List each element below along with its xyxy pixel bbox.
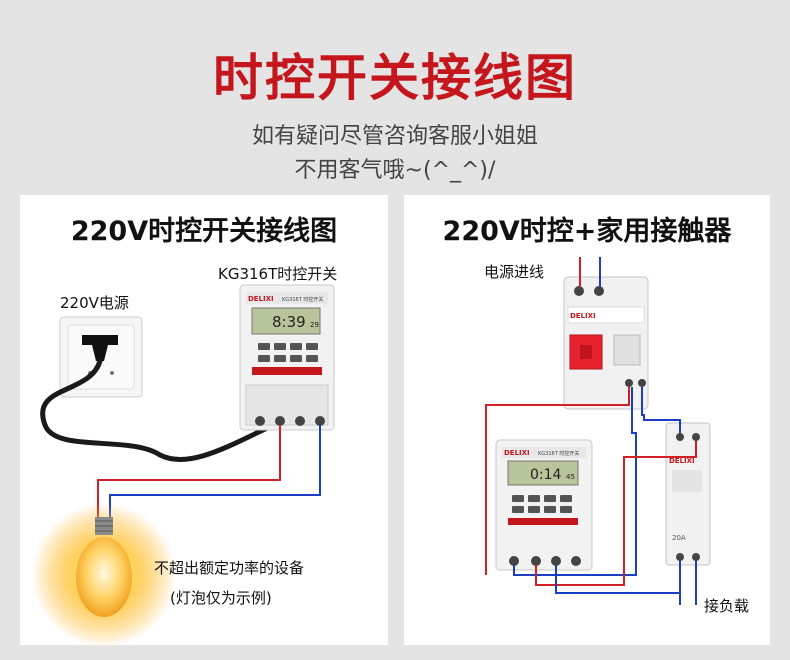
timer-display: 0:14 xyxy=(530,467,562,483)
red-wire xyxy=(97,425,281,523)
timer-model: KG316T 时控开关 xyxy=(538,450,579,457)
timer-terminal-3 xyxy=(295,416,305,426)
left-diagram: DELIXI KG316T 时控开关 8:39 29 xyxy=(32,284,335,645)
contactor-brand: DELIXI xyxy=(669,457,695,465)
timer-terminal-1 xyxy=(509,556,519,566)
light-bulb xyxy=(32,503,176,645)
power-cord xyxy=(40,358,285,462)
timer-terminal-3 xyxy=(551,556,561,566)
timer-seconds: 45 xyxy=(566,473,575,481)
timer-model: KG316T 时控开关 xyxy=(282,296,323,303)
timer-brand: DELIXI xyxy=(504,449,530,457)
subtitle-line-1: 如有疑问尽管咨询客服小姐姐 xyxy=(251,124,538,149)
timer-terminal-1 xyxy=(255,416,265,426)
subtitle-line-2: 不用客气哦~(^_^)/ xyxy=(294,158,496,183)
breaker-terminal-1 xyxy=(625,379,633,387)
load-note-line-2: (灯泡仅为示例) xyxy=(170,589,272,607)
timer-terminal-2 xyxy=(275,416,285,426)
wall-socket xyxy=(59,316,143,398)
contactor-rating: 20A xyxy=(672,534,686,542)
breaker-brand: DELIXI xyxy=(570,312,596,320)
power-source-label: 220V电源 xyxy=(60,294,129,312)
right-panel: 220V时控+家用接触器 DELIXI DELIXI KG316T 时控开关 0… xyxy=(404,195,770,645)
timer-terminal-4 xyxy=(315,416,325,426)
timer-switch: DELIXI KG316T 时控开关 8:39 29 xyxy=(239,284,335,431)
left-panel-title: 220V时控开关接线图 xyxy=(70,216,338,247)
timer-lcd xyxy=(251,307,321,335)
timer-seconds: 29 xyxy=(310,321,319,329)
timer-brand: DELIXI xyxy=(248,295,274,303)
timer-terminal-4 xyxy=(571,556,581,566)
timer-lcd xyxy=(507,460,579,486)
load-note-line-1: 不超出额定功率的设备 xyxy=(154,559,305,577)
timer-switch: DELIXI KG316T 时控开关 0:14 45 xyxy=(495,439,593,571)
blue-wire xyxy=(109,425,321,523)
circuit-breaker: DELIXI xyxy=(563,276,649,410)
right-diagram: DELIXI DELIXI KG316T 时控开关 0:14 45 xyxy=(485,257,711,605)
left-panel: 220V时控开关接线图 xyxy=(20,195,388,645)
timer-device-label: KG316T时控开关 xyxy=(218,265,338,283)
load-output-label: 接负载 xyxy=(704,597,750,615)
timer-terminal-2 xyxy=(531,556,541,566)
timer-display: 8:39 xyxy=(272,313,306,331)
right-panel-title: 220V时控+家用接触器 xyxy=(442,216,732,247)
breaker-terminal-2 xyxy=(638,379,646,387)
power-input-label: 电源进线 xyxy=(484,263,545,281)
page-title: 时控开关接线图 xyxy=(213,49,577,107)
contactor: DELIXI 20A xyxy=(665,422,711,566)
wiring xyxy=(485,387,697,605)
